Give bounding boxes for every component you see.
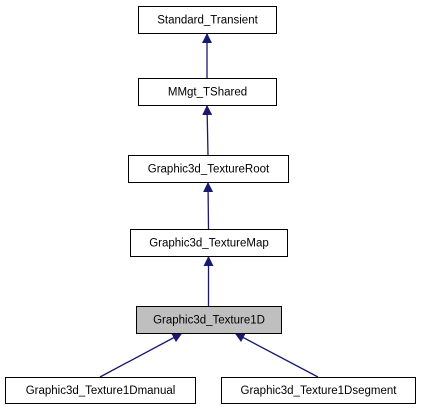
class-node-texture-1d-segment[interactable]: Graphic3d_Texture1Dsegment: [221, 377, 416, 404]
class-node-texture-root[interactable]: Graphic3d_TextureRoot: [128, 155, 289, 183]
edges-layer: [99, 33, 319, 378]
class-node-box: [5, 377, 196, 404]
inheritance-edge-texture_root-to-mmgt_tshared: [202, 104, 213, 156]
nodes-layer: Standard_TransientMMgt_TSharedGraphic3d_…: [5, 6, 416, 404]
class-node-mmgt-tshared[interactable]: MMgt_TShared: [138, 78, 277, 106]
class-node-texture-map[interactable]: Graphic3d_TextureMap: [130, 229, 288, 257]
inheritance-edge-texture_map-to-texture_root: [203, 181, 214, 230]
class-node-texture-1d-manual[interactable]: Graphic3d_Texture1Dmanual: [5, 377, 196, 404]
class-node-label: Graphic3d_Texture1Dsegment: [241, 385, 398, 397]
class-node-standard-transient[interactable]: Standard_Transient: [138, 6, 277, 34]
class-node-label: MMgt_TShared: [168, 87, 247, 99]
inheritance-arrow: [234, 332, 319, 378]
inheritance-arrow: [202, 104, 213, 156]
inheritance-edge-texture_1d_segment-to-texture_1d: [234, 332, 319, 378]
class-node-box: [138, 78, 277, 106]
class-node-label: Graphic3d_Texture1D: [153, 315, 265, 327]
class-node-box: [128, 155, 289, 183]
class-node-label: Graphic3d_TextureMap: [149, 238, 269, 250]
class-node-label: Standard_Transient: [157, 15, 258, 27]
class-node-box: [130, 229, 288, 257]
class-node-label: Graphic3d_Texture1Dmanual: [26, 385, 176, 397]
inheritance-edge-texture_1d_manual-to-texture_1d: [99, 332, 183, 378]
class-node-box: [221, 377, 416, 404]
class-node-label: Graphic3d_TextureRoot: [148, 164, 270, 176]
inheritance-arrow: [99, 332, 183, 378]
class-node-box: [138, 6, 277, 34]
class-node-texture-1d: Graphic3d_Texture1D: [136, 306, 282, 334]
class-node-box: [136, 306, 282, 334]
inheritance-arrow: [203, 181, 214, 230]
